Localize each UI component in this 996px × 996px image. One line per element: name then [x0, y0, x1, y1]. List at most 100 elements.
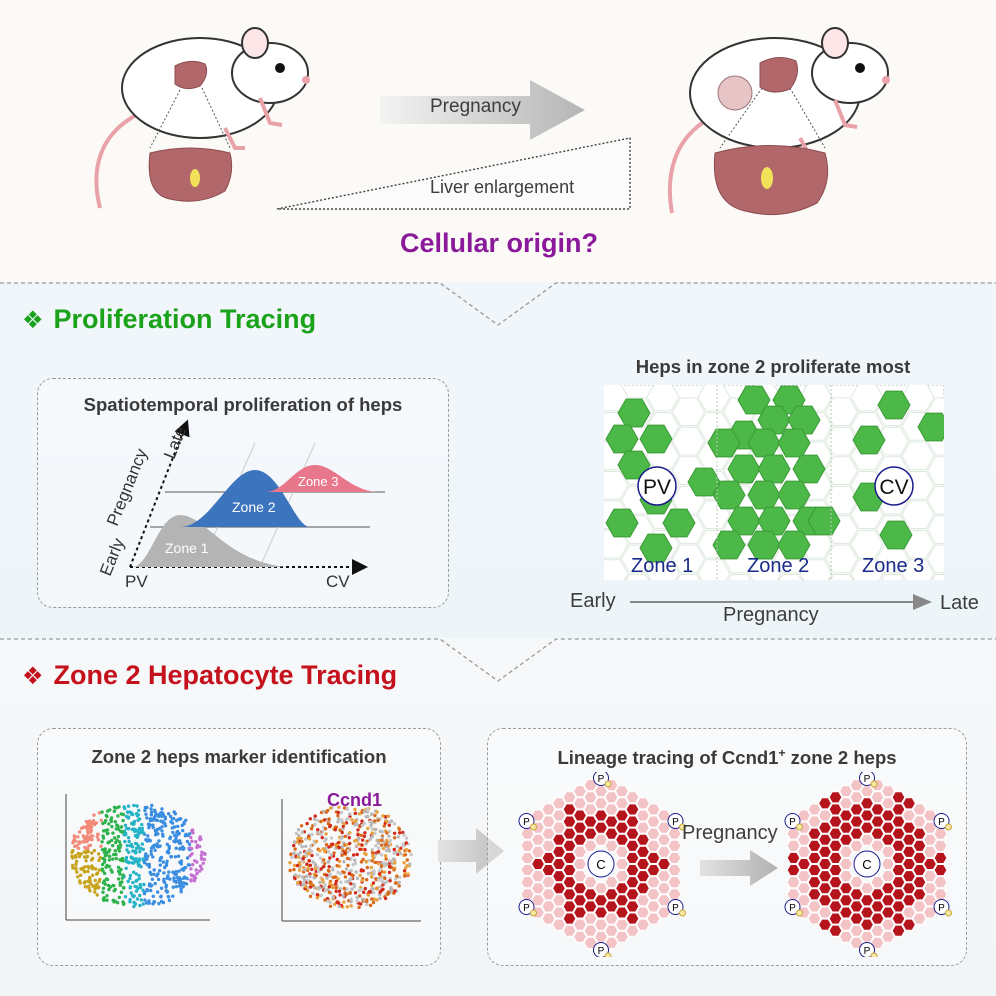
lobule-hep-hex — [604, 791, 619, 804]
umap-expression-dot — [389, 889, 393, 893]
umap-cell-dot — [177, 841, 181, 845]
umap-cell-dot — [183, 865, 188, 870]
umap-expression-dot — [369, 824, 373, 828]
lobule-hep-hex — [818, 821, 832, 834]
umap-expression-dot — [405, 864, 409, 868]
proliferating-hep-hex — [707, 428, 741, 458]
umap-cell-dot — [116, 877, 121, 881]
lobule-hep-hex — [636, 833, 650, 846]
hex-cell — [625, 574, 650, 580]
diamond-icon: ❖ — [22, 663, 44, 690]
lobule-hep-hex — [807, 851, 822, 864]
umap-expression-dot — [316, 869, 321, 873]
umap-cell-dot — [101, 890, 105, 894]
lobule-hep-hex — [839, 809, 853, 822]
umap-cell-dot — [121, 885, 126, 890]
hex-cell — [901, 500, 935, 530]
umap-expression-dot — [386, 814, 391, 818]
umap-cell-dot — [163, 824, 168, 828]
umap-expression-dot — [388, 820, 392, 824]
lobule-hep-hex — [657, 894, 671, 907]
lobule-hep-hex — [881, 797, 895, 810]
lobule-hep-hex — [839, 858, 853, 870]
hex-cell — [901, 441, 935, 471]
umap-expression-dot — [342, 822, 346, 826]
umap-expression-dot — [380, 838, 384, 843]
umap-cell-dot — [144, 857, 148, 862]
umap-cell-dot — [135, 897, 140, 901]
lobule-hep-hex — [615, 930, 629, 943]
umap-cell-dot — [113, 820, 117, 824]
umap-expression-dot — [396, 835, 400, 839]
umap-expression-dot — [397, 831, 402, 835]
umap-cell-dot — [142, 891, 147, 896]
lobule-hep-hex — [520, 888, 535, 901]
umap-cell-dot — [141, 902, 145, 906]
umap-expression-dot — [370, 835, 374, 839]
umap-expression-dot — [311, 860, 315, 864]
pregnancy-arrow-label: Pregnancy — [430, 96, 521, 117]
umap-cell-dot — [157, 901, 161, 906]
portal-triad-label: P — [598, 946, 605, 957]
lobule-hep-hex — [902, 918, 916, 931]
umap-cell-dot — [114, 856, 118, 861]
umap-expression-dot — [346, 849, 351, 853]
umap-cell-dot — [104, 813, 108, 818]
umap-expression-dot — [406, 872, 410, 876]
section-proliferation-title-text: Proliferation Tracing — [53, 304, 317, 334]
portal-triad-label: P — [864, 946, 871, 957]
lobule-hep-hex — [657, 906, 671, 919]
umap-cell-dot — [88, 875, 92, 880]
spatiotemporal-panel-title: Spatiotemporal proliferation of heps — [83, 394, 403, 415]
umap-expression-dot — [328, 904, 333, 908]
umap-cell-dot — [71, 849, 75, 853]
timeline-pregnancy: Pregnancy — [723, 604, 819, 626]
umap-cell-dot — [188, 846, 192, 850]
umap-cell-dot — [110, 824, 114, 829]
lobule-hep-hex — [604, 912, 619, 925]
umap-expression-dot — [394, 877, 398, 881]
umap-expression-dot — [314, 873, 318, 878]
umap-cell-dot — [138, 903, 142, 908]
umap-expression-dot — [353, 891, 358, 895]
umap-expression-dot — [323, 889, 327, 893]
umap-expression-dot — [313, 822, 317, 826]
umap-cell-dot — [177, 884, 182, 888]
umap-expression-dot — [363, 847, 367, 852]
lobule-hep-hex — [786, 876, 801, 889]
lobule-hep-hex — [860, 797, 874, 810]
umap-expression-dot — [366, 826, 370, 831]
umap-cell-dot — [107, 822, 111, 826]
lobule-hep-hex — [891, 900, 906, 913]
umap-cell-dot — [76, 851, 81, 856]
umap-cell-dot — [104, 818, 108, 823]
umap-expression-dot — [310, 853, 314, 858]
umap-cell-dot — [97, 858, 101, 863]
umap-cell-dot — [134, 889, 139, 893]
umap-expression-dot — [350, 818, 354, 822]
umap-cell-dot — [102, 850, 107, 855]
umap-cell-dot — [86, 869, 90, 873]
umap-expression-dot — [405, 858, 409, 862]
umap-cell-dot — [164, 885, 168, 889]
umap-cell-dot — [152, 808, 157, 812]
umap-cell-dot — [84, 859, 88, 863]
umap-cell-dot — [185, 839, 190, 844]
umap-cell-dot — [178, 881, 182, 885]
umap-cell-dot — [195, 871, 199, 876]
umap-cell-dot — [81, 839, 86, 844]
umap-cell-dot — [141, 831, 146, 835]
umap-cell-dot — [136, 844, 140, 848]
lobule-hep-hex — [902, 833, 916, 846]
lobule-hep-hex — [667, 827, 682, 840]
umap-cell-dot — [117, 805, 121, 809]
hex-cell — [829, 574, 854, 580]
lobule-hep-hex — [657, 845, 671, 858]
umap-expression-dot — [392, 868, 396, 872]
hex-cell — [604, 559, 629, 580]
umap-cell-dot — [96, 838, 101, 842]
lobule-hep-hex — [828, 803, 843, 816]
umap-expression-dot — [323, 818, 327, 822]
lobule-hep-hex — [881, 918, 895, 931]
umap-cell-dot — [201, 861, 205, 865]
